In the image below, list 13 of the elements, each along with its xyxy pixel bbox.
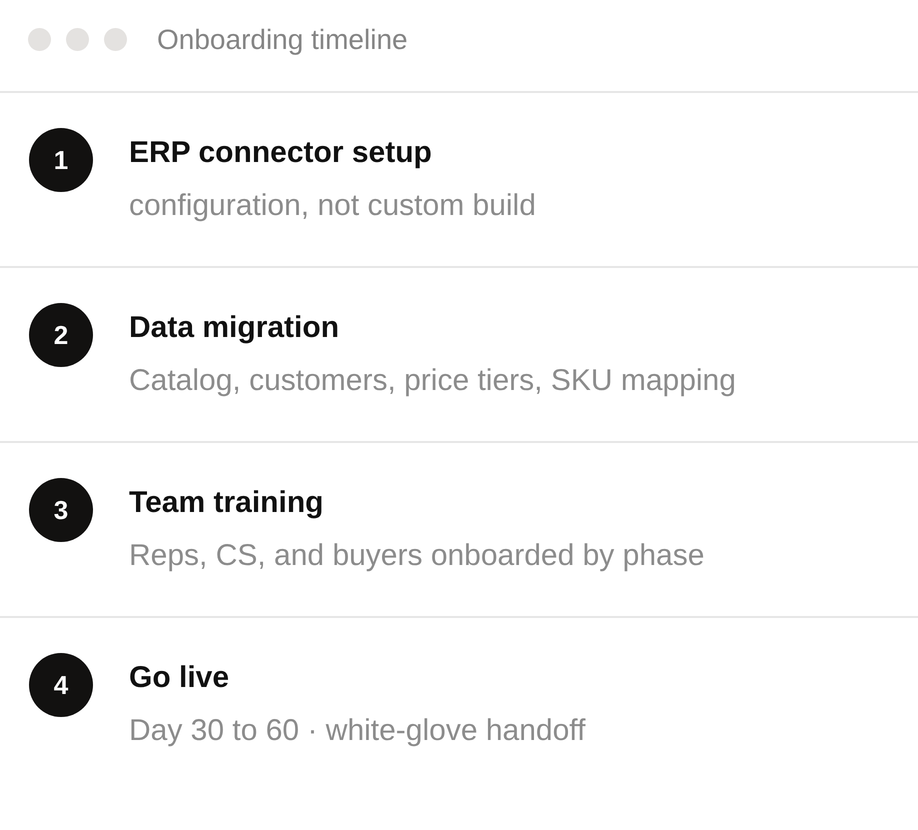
- step-number: 2: [29, 303, 93, 367]
- step-description: configuration, not custom build: [129, 188, 537, 224]
- step-title: Team training: [129, 485, 324, 521]
- step-title: Data migration: [129, 310, 340, 346]
- step-title: Go live: [129, 660, 230, 696]
- step-number: 4: [29, 653, 93, 717]
- step-number: 1: [29, 128, 93, 192]
- step-description: Day 30 to 60 · white-glove handoff: [129, 713, 586, 749]
- window-title: Onboarding timeline: [157, 23, 408, 57]
- step-number: 3: [29, 478, 93, 542]
- step-description: Reps, CS, and buyers onboarded by phase: [129, 538, 706, 574]
- step-description: Catalog, customers, price tiers, SKU mapping: [129, 363, 737, 399]
- step-title: ERP connector setup: [129, 135, 432, 171]
